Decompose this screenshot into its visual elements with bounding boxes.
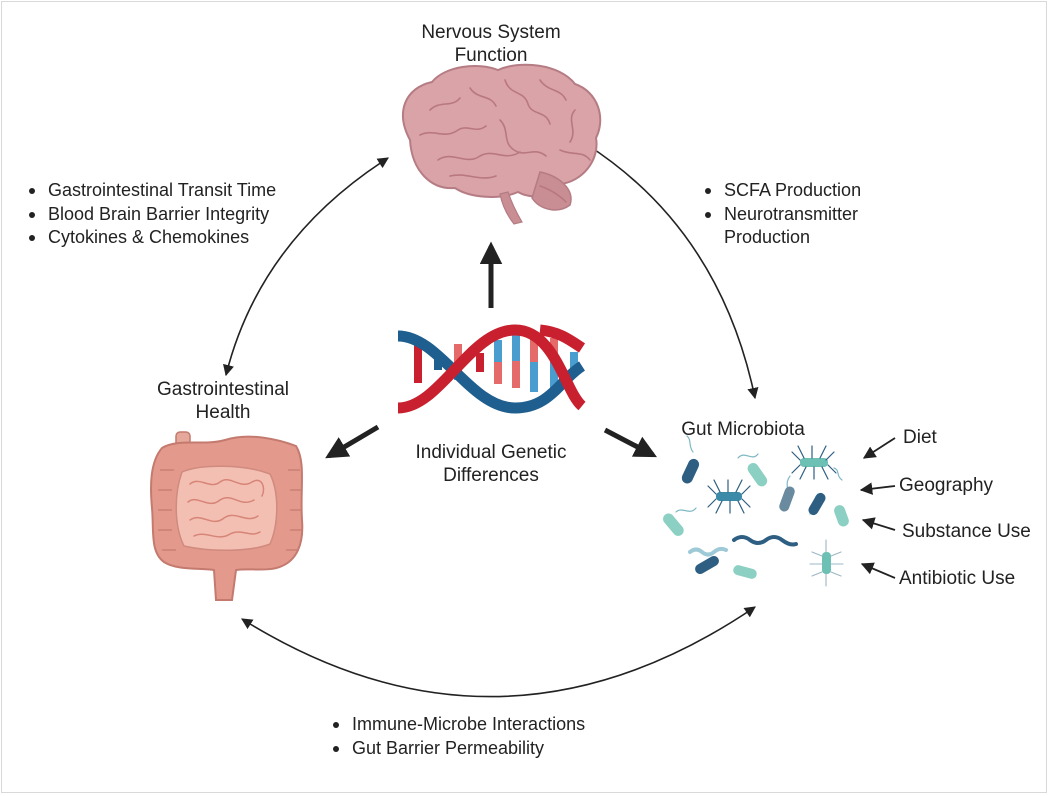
node-genetics-label: Individual Genetic Differences — [415, 442, 567, 486]
edge-brain-gi-item: Cytokines & Chemokines — [28, 226, 276, 250]
spirochete-2 — [688, 546, 728, 557]
bacterium-flagellated-1 — [791, 445, 837, 480]
factor-substance-use: Substance Use — [902, 521, 1031, 542]
edge-brain-gi-list: Gastrointestinal Transit Time Blood Brai… — [24, 179, 276, 250]
factor-geography: Geography — [899, 475, 994, 496]
arrow-gi-microbiota — [241, 606, 756, 698]
bacterium-flagellated-3 — [809, 539, 844, 587]
bacteria-illustration — [663, 435, 849, 587]
edge-gi-microbiota-item: Immune-Microbe Interactions — [332, 713, 585, 737]
edge-gi-microbiota-item: Gut Barrier Permeability — [332, 737, 585, 761]
arrow-brain-gi — [223, 157, 389, 377]
node-gi-health-label: Gastrointestinal Health — [156, 379, 289, 423]
arrow-genetics-microbiota — [603, 427, 657, 458]
dna-helix-illustration — [397, 324, 586, 414]
factor-diet: Diet — [903, 427, 937, 448]
brain-illustration — [402, 63, 602, 225]
edge-gi-microbiota-list: Immune-Microbe Interactions Gut Barrier … — [328, 713, 585, 760]
intestine-illustration — [150, 431, 304, 601]
edge-brain-microbiota-item: Neurotransmitter Production — [705, 203, 874, 250]
edge-brain-gi-item: Blood Brain Barrier Integrity — [28, 203, 276, 227]
arrow-diet — [862, 437, 896, 459]
arrow-substance — [861, 517, 896, 531]
edge-brain-microbiota-list: SCFA Production Neurotransmitter Product… — [700, 179, 904, 250]
node-nervous-system-label: Nervous System Function — [421, 22, 561, 66]
bacterium-flagellated-2 — [707, 479, 751, 514]
arrow-brain-microbiota — [585, 143, 759, 400]
factor-antibiotic-use: Antibiotic Use — [899, 568, 1016, 589]
arrow-antibiotic — [860, 562, 896, 579]
node-gut-microbiota-label: Gut Microbiota — [681, 419, 805, 440]
edge-brain-gi-item: Gastrointestinal Transit Time — [28, 179, 276, 203]
arrow-genetics-gi — [325, 424, 380, 459]
arrow-geography — [859, 482, 896, 495]
spirochete-1 — [732, 535, 798, 547]
edge-brain-microbiota-item: SCFA Production — [705, 179, 904, 203]
